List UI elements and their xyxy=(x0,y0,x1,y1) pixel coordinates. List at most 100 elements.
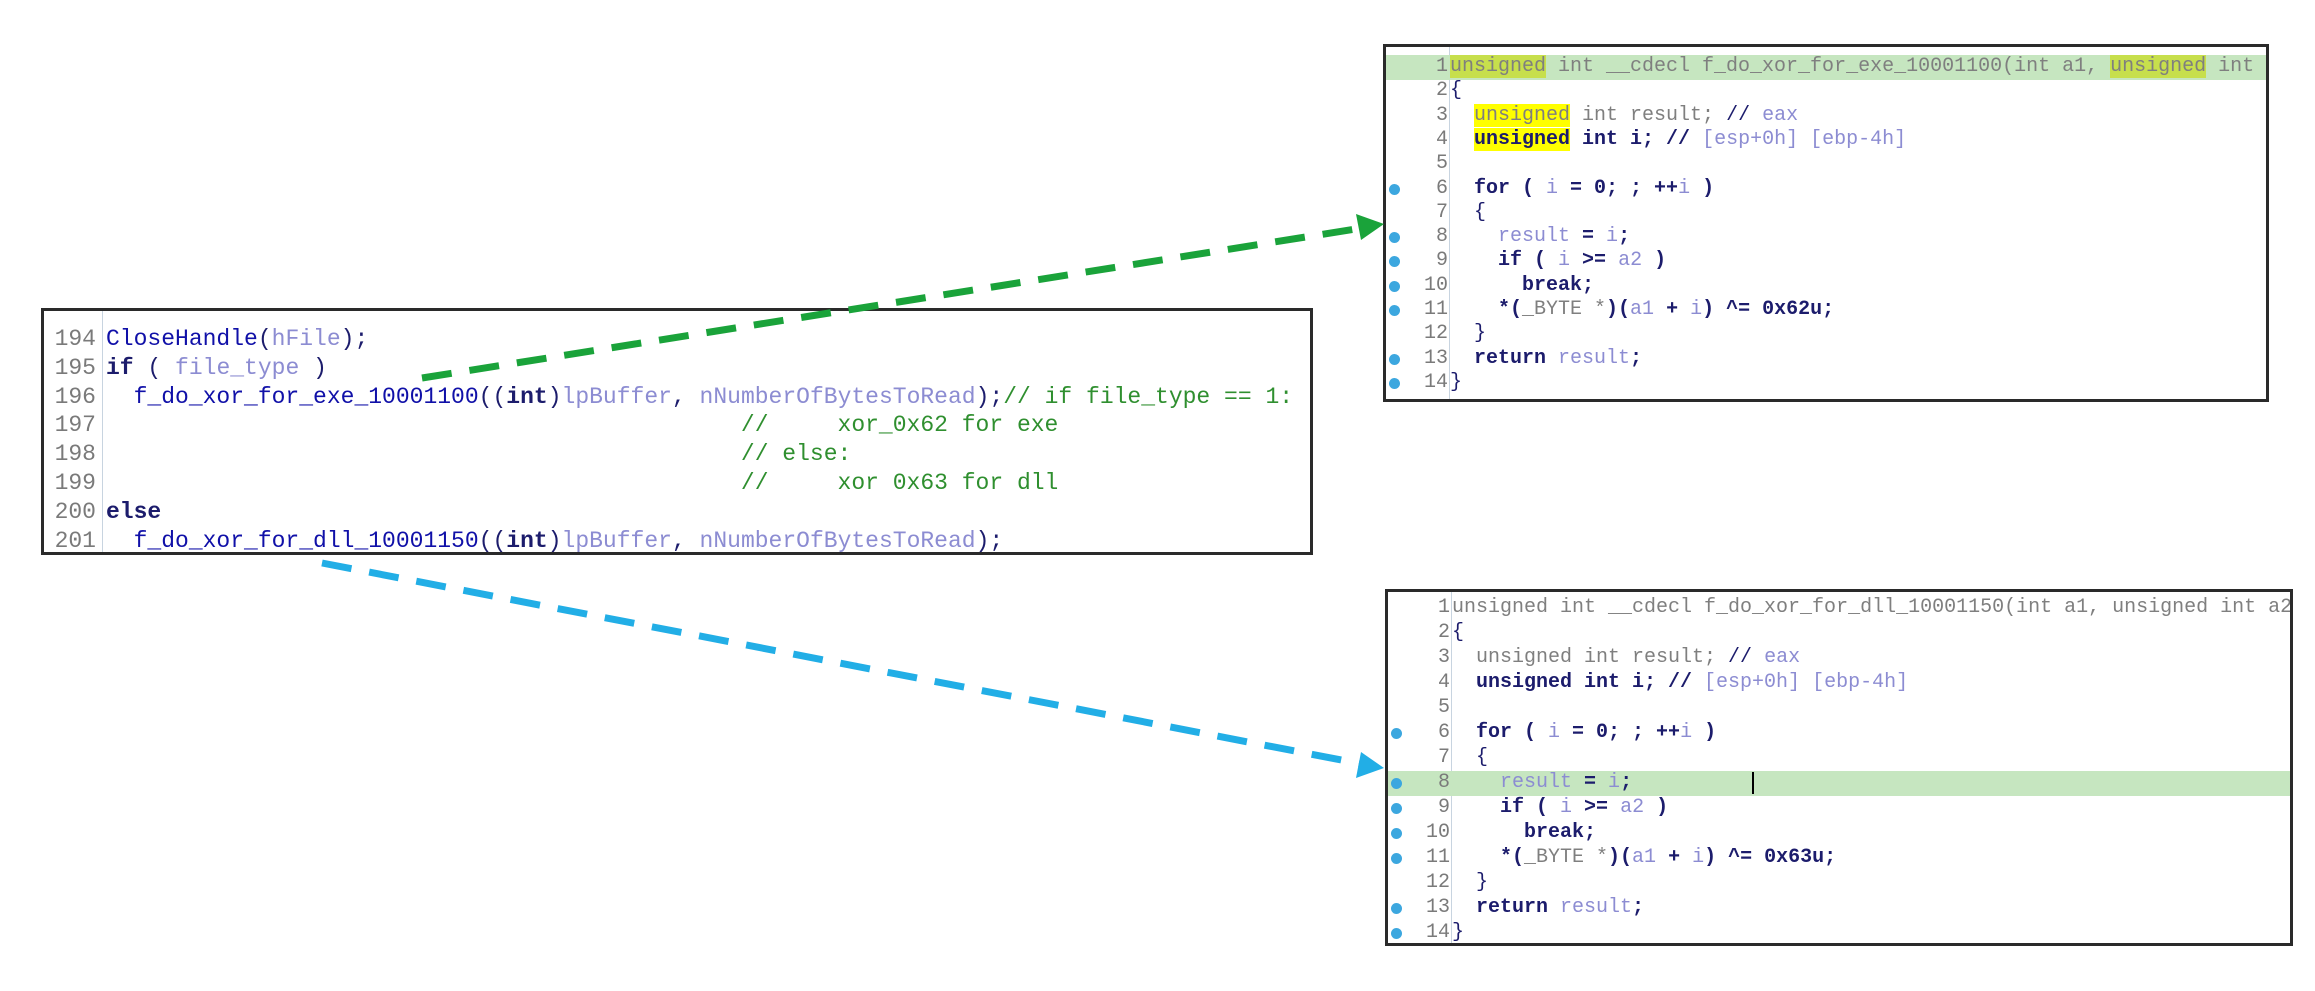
code-token: // else: xyxy=(106,441,852,468)
code-line[interactable]: 12 } xyxy=(1386,322,2266,347)
code-token: break; xyxy=(1452,821,1597,844)
line-number: 3 xyxy=(1435,103,1448,127)
code-line[interactable]: 7 { xyxy=(1386,201,2266,226)
code-token: ); xyxy=(340,326,369,352)
code-token: ) xyxy=(547,383,562,410)
code-text: } xyxy=(1452,921,1464,943)
code-line[interactable]: 9 if ( i >= a2 ) xyxy=(1388,796,2290,821)
code-line[interactable]: 197 // xor_0x62 for exe xyxy=(44,411,1310,440)
code-line[interactable]: 14} xyxy=(1386,371,2266,396)
code-line[interactable]: 12 } xyxy=(1388,871,2290,896)
code-line[interactable]: 14} xyxy=(1388,921,2290,943)
code-token: i xyxy=(1560,796,1573,819)
code-line[interactable]: 199 // xor 0x63 for dll xyxy=(44,469,1310,498)
code-line[interactable]: 13 return result; xyxy=(1386,347,2266,372)
code-line[interactable]: 7 { xyxy=(1388,746,2290,771)
code-line[interactable]: 201 f_do_xor_for_dll_10001150((int)lpBuf… xyxy=(44,527,1310,554)
line-number: 5 xyxy=(1435,152,1448,176)
code-text: CloseHandle(hFile); xyxy=(106,325,368,354)
code-line[interactable]: 6 for ( i = 0; ; ++i ) xyxy=(1388,721,2290,746)
breakpoint-dot-icon[interactable] xyxy=(1389,232,1400,244)
code-token: i xyxy=(1546,176,1559,200)
code-token: break; xyxy=(1450,273,1595,297)
code-token: i xyxy=(1690,298,1703,321)
code-token: f_do_xor_for_exe_10001100 xyxy=(106,383,479,410)
code-line[interactable]: 196 f_do_xor_for_exe_10001100((int)lpBuf… xyxy=(44,383,1310,412)
code-line[interactable]: 8 result = i; xyxy=(1386,225,2266,250)
breakpoint-dot-icon[interactable] xyxy=(1389,183,1400,195)
code-token: ; xyxy=(1618,225,1631,249)
code-token: ); xyxy=(975,527,1004,554)
code-token: ) xyxy=(1642,249,1667,273)
code-token: unsigned xyxy=(2110,55,2207,78)
code-line[interactable]: 198 // else: xyxy=(44,440,1310,469)
code-token: >= xyxy=(1572,796,1621,819)
breakpoint-dot-icon[interactable] xyxy=(1389,353,1400,365)
code-line[interactable]: 5 xyxy=(1388,696,2290,721)
code-line[interactable]: 8 result = i; xyxy=(1388,771,2290,796)
line-number: 4 xyxy=(1437,671,1450,694)
code-token: CloseHandle xyxy=(106,326,258,352)
code-token: ) ^= 0x63u; xyxy=(1704,846,1837,869)
breakpoint-dot-icon[interactable] xyxy=(1391,778,1402,789)
code-text: for ( i = 0; ; ++i ) xyxy=(1450,177,1714,202)
code-text: { xyxy=(1452,621,1464,646)
code-token: a1 xyxy=(1630,298,1655,321)
code-token: { xyxy=(1450,79,1463,103)
code-line[interactable]: 13 return result; xyxy=(1388,896,2290,921)
code-token: int i; // xyxy=(1570,127,1703,151)
code-text: return result; xyxy=(1450,347,1642,372)
code-token: ) xyxy=(299,354,327,381)
code-text: } xyxy=(1450,371,1462,396)
code-text: for ( i = 0; ; ++i ) xyxy=(1452,721,1716,746)
breakpoint-dot-icon[interactable] xyxy=(1389,256,1400,268)
line-number: 8 xyxy=(1437,771,1450,794)
code-line[interactable]: 2{ xyxy=(1388,621,2290,646)
code-line[interactable]: 9 if ( i >= a2 ) xyxy=(1386,249,2266,274)
code-token: ; xyxy=(1620,771,1633,794)
code-line[interactable]: 6 for ( i = 0; ; ++i ) xyxy=(1386,177,2266,202)
code-line[interactable]: 5 xyxy=(1386,152,2266,177)
code-token: ( xyxy=(257,326,272,352)
breakpoint-dot-icon[interactable] xyxy=(1391,928,1402,939)
code-line[interactable]: 3 unsigned int result; // eax xyxy=(1386,103,2266,129)
code-text: unsigned int result; // eax xyxy=(1450,103,1798,129)
code-token: hFile xyxy=(271,326,341,352)
breakpoint-dot-icon[interactable] xyxy=(1391,853,1402,864)
code-line[interactable]: 10 break; xyxy=(1386,274,2266,299)
code-line[interactable]: 4 unsigned int i; // [esp+0h] [ebp-4h] xyxy=(1386,127,2266,153)
code-line[interactable]: 4 unsigned int i; // [esp+0h] [ebp-4h] xyxy=(1388,671,2290,696)
line-number: 200 xyxy=(54,498,96,525)
line-number: 9 xyxy=(1437,796,1450,819)
code-line[interactable]: 2{ xyxy=(1386,79,2266,104)
breakpoint-dot-icon[interactable] xyxy=(1391,803,1402,814)
code-line[interactable]: 11 *(_BYTE *)(a1 + i) ^= 0x63u; xyxy=(1388,846,2290,871)
code-line[interactable]: 11 *(_BYTE *)(a1 + i) ^= 0x62u; xyxy=(1386,298,2266,323)
breakpoint-dot-icon[interactable] xyxy=(1391,903,1402,914)
code-text: *(_BYTE *)(a1 + i) ^= 0x63u; xyxy=(1452,846,1836,871)
breakpoint-dot-icon[interactable] xyxy=(1391,728,1402,739)
code-token: file_type xyxy=(175,354,300,381)
line-number: 1 xyxy=(1437,596,1450,619)
code-token: ( xyxy=(133,354,176,381)
line-number: 10 xyxy=(1423,273,1448,297)
breakpoint-dot-icon[interactable] xyxy=(1389,280,1400,292)
code-line[interactable]: 3 unsigned int result; // eax xyxy=(1388,646,2290,671)
breakpoint-dot-icon[interactable] xyxy=(1389,305,1400,316)
line-number: 197 xyxy=(54,412,96,439)
code-line[interactable]: 10 break; xyxy=(1388,821,2290,846)
gutter-separator xyxy=(1451,592,1452,943)
code-text: f_do_xor_for_exe_10001100((int)lpBuffer,… xyxy=(106,383,1293,412)
line-number: 201 xyxy=(54,527,96,554)
breakpoint-dot-icon[interactable] xyxy=(1389,377,1400,389)
code-token: f_do_xor_for_dll_10001150 xyxy=(106,527,479,554)
breakpoint-dot-icon[interactable] xyxy=(1391,828,1402,839)
